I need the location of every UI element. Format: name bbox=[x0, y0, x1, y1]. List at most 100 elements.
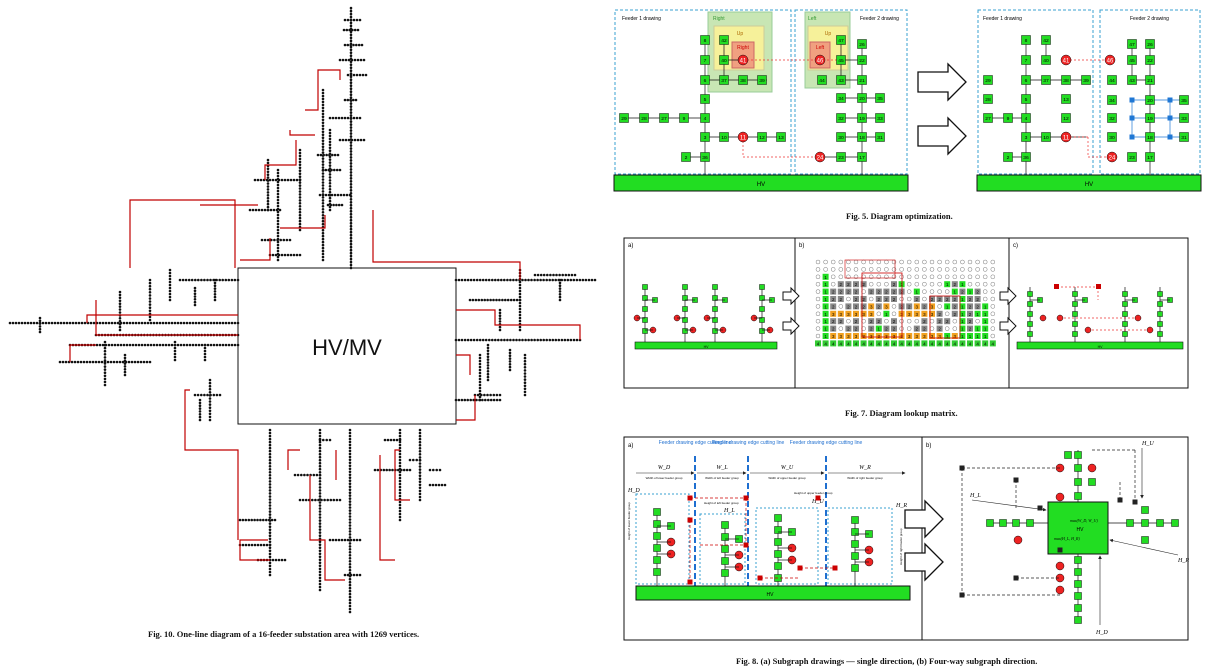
matrix-value: 2 bbox=[885, 290, 888, 295]
feeder-link bbox=[287, 449, 300, 470]
vertex bbox=[563, 278, 567, 282]
vertex bbox=[298, 166, 302, 170]
matrix-value: 4 bbox=[946, 341, 949, 346]
matrix-cell-empty bbox=[884, 274, 889, 279]
matrix-cell bbox=[891, 296, 897, 302]
vertex bbox=[382, 468, 386, 472]
vertex bbox=[353, 58, 357, 62]
wd-label: W_D bbox=[658, 465, 671, 471]
vertex bbox=[321, 249, 325, 253]
node-label: 43 bbox=[1129, 78, 1135, 84]
vertex bbox=[149, 321, 153, 325]
node-green bbox=[1072, 331, 1078, 337]
vertex bbox=[523, 362, 527, 366]
matrix-cell bbox=[822, 310, 829, 317]
node-green bbox=[721, 545, 729, 553]
vertex bbox=[208, 378, 212, 382]
vertex bbox=[349, 573, 353, 577]
matrix-value: 3 bbox=[862, 334, 865, 339]
vertex bbox=[358, 116, 362, 120]
matrix-cell bbox=[822, 340, 829, 347]
wr-label: W_R bbox=[859, 465, 871, 471]
vertex bbox=[434, 483, 438, 487]
vertex bbox=[146, 343, 150, 347]
vertex bbox=[253, 543, 257, 547]
vertex bbox=[118, 325, 122, 329]
vertex bbox=[271, 253, 275, 257]
vertex bbox=[346, 98, 350, 102]
feeder-link bbox=[456, 354, 471, 375]
node-label: 24 bbox=[1109, 155, 1116, 161]
node-green bbox=[836, 75, 846, 85]
vertex bbox=[318, 477, 322, 480]
vertex bbox=[23, 321, 27, 325]
matrix-value: 1 bbox=[946, 334, 949, 339]
matrix-cell bbox=[959, 340, 966, 347]
vertex bbox=[128, 321, 132, 325]
node-green bbox=[1074, 478, 1082, 486]
vertex bbox=[348, 563, 352, 566]
cut-node bbox=[1132, 499, 1138, 505]
vertex bbox=[298, 169, 302, 172]
vertex bbox=[488, 338, 491, 342]
vertex bbox=[475, 278, 479, 282]
vertex bbox=[318, 443, 322, 447]
node-green bbox=[836, 132, 846, 142]
vertex bbox=[253, 178, 257, 182]
vertex bbox=[328, 140, 332, 144]
matrix-value: 2 bbox=[878, 290, 881, 295]
vertex bbox=[348, 521, 352, 524]
matrix-cell bbox=[974, 296, 981, 302]
vertex bbox=[265, 543, 269, 547]
left-region-label: Left bbox=[808, 16, 817, 22]
matrix-value: 2 bbox=[870, 290, 873, 295]
vertex bbox=[352, 73, 356, 77]
matrix-value: 4 bbox=[893, 341, 896, 346]
node-green bbox=[1179, 132, 1189, 142]
node-green bbox=[719, 55, 729, 65]
vertex bbox=[328, 143, 332, 147]
node-label: 6 bbox=[1025, 78, 1028, 84]
vertex bbox=[288, 238, 292, 242]
vertex bbox=[527, 338, 530, 342]
node-label: 43 bbox=[838, 78, 844, 84]
vertex bbox=[342, 28, 346, 32]
vertex bbox=[480, 298, 484, 302]
vertex bbox=[275, 208, 279, 212]
vertex bbox=[203, 346, 207, 350]
vertex bbox=[348, 488, 352, 492]
vertex bbox=[203, 349, 207, 353]
node-green bbox=[986, 519, 994, 527]
vertex bbox=[478, 395, 482, 399]
vertex bbox=[398, 479, 402, 483]
matrix-value: 4 bbox=[984, 341, 987, 346]
matrix-highlight bbox=[844, 259, 896, 279]
matrix-cell bbox=[951, 288, 958, 295]
matrix-cell bbox=[913, 296, 920, 302]
vertex bbox=[328, 149, 332, 152]
vertex bbox=[298, 151, 302, 155]
vertex bbox=[343, 18, 347, 22]
vertex bbox=[89, 321, 93, 325]
vertex bbox=[492, 393, 496, 397]
matrix-value: 3 bbox=[855, 334, 858, 339]
vertex bbox=[311, 498, 314, 502]
vertex bbox=[276, 210, 280, 214]
vertex bbox=[200, 321, 204, 325]
vertex bbox=[328, 438, 332, 442]
vertex bbox=[391, 468, 394, 472]
vertex bbox=[344, 138, 348, 142]
vertex bbox=[512, 278, 515, 282]
vertex bbox=[523, 372, 527, 375]
matrix-cell-empty bbox=[815, 274, 821, 279]
vertex bbox=[213, 298, 217, 302]
matrix-value: 1 bbox=[984, 327, 987, 332]
vertex bbox=[498, 317, 502, 320]
node-label: 29 bbox=[985, 78, 991, 84]
node-label: 32 bbox=[1109, 116, 1115, 122]
fig7-hv-c-label: HV bbox=[1098, 345, 1104, 349]
vertex bbox=[198, 415, 202, 419]
vertex bbox=[268, 546, 272, 550]
vertex bbox=[118, 360, 122, 364]
vertex bbox=[348, 583, 352, 587]
